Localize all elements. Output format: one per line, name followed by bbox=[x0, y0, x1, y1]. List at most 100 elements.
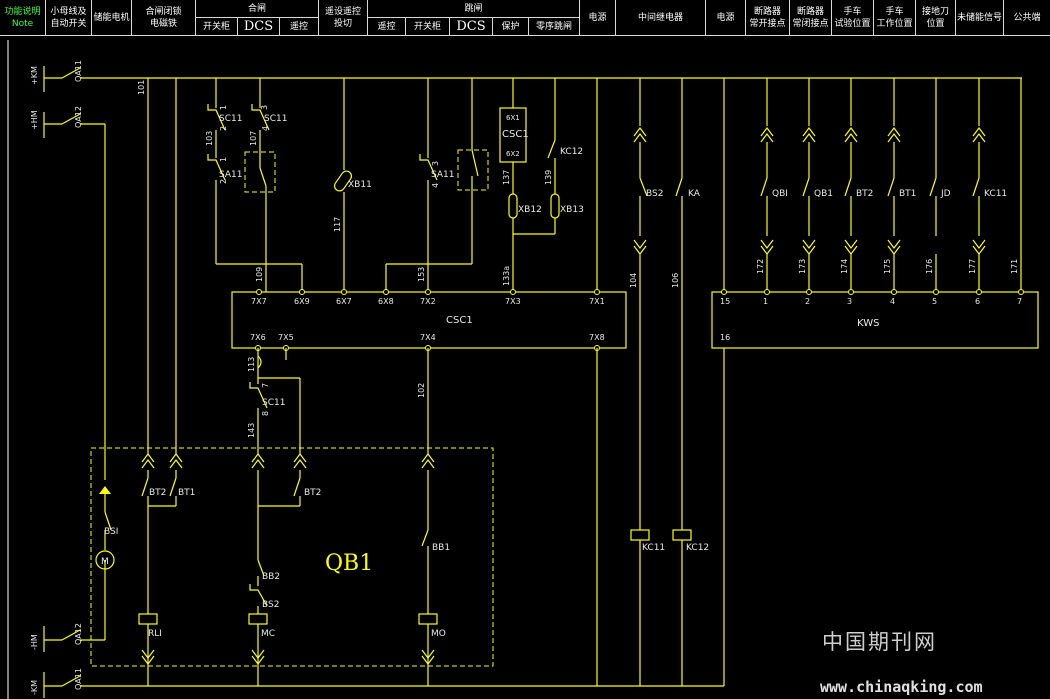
contact-sc11-b bbox=[251, 78, 270, 264]
header-trolley-work-l1: 手车 bbox=[885, 6, 904, 17]
plug-top bbox=[141, 459, 155, 469]
pin-sc11-c-7: 7 bbox=[261, 383, 270, 388]
label-bt2-b: BT2 bbox=[304, 488, 321, 498]
label-qb1: QB1 bbox=[325, 551, 373, 576]
branch-mc bbox=[249, 470, 301, 614]
csc1-bottom-pin-label: 7X5 bbox=[278, 333, 294, 342]
kws-pin-label: 1 bbox=[763, 297, 768, 306]
pin-sc11-c-8: 8 bbox=[261, 411, 270, 416]
csc1-top-pin-label: 7X2 bbox=[420, 297, 436, 306]
header-trip-text: 跳闸 bbox=[464, 3, 483, 14]
coil-mc bbox=[248, 613, 268, 625]
kws-pin-dot bbox=[976, 289, 982, 295]
header-close-lock: 合闸闭锁 电磁铁 bbox=[132, 0, 196, 36]
label-mc: MC bbox=[261, 629, 275, 639]
wire-label-117: 117 bbox=[333, 217, 342, 232]
kws-pin-label: 7 bbox=[1017, 297, 1022, 306]
label-bs2-b: BS2 bbox=[262, 600, 279, 610]
kws-contact-label: QB1 bbox=[814, 189, 833, 199]
wire-label-109: 109 bbox=[255, 267, 264, 282]
header-breaker-closed-l1: 断路器 bbox=[796, 6, 824, 17]
wire-101: 101 bbox=[137, 78, 149, 455]
kws-pin-dot bbox=[1018, 289, 1024, 295]
csc1-bottom-pin-label: 7X4 bbox=[420, 333, 436, 342]
switch-qa11-bottom bbox=[44, 675, 724, 687]
header-trip-dcs: DCS bbox=[450, 18, 493, 36]
bus-label-hm-neg: -HM bbox=[30, 634, 39, 650]
label-bt1: BT1 bbox=[178, 488, 195, 498]
contact-sc11-a bbox=[207, 78, 226, 264]
kws-pin-label: 4 bbox=[890, 297, 895, 306]
header-close-cabinet: 开关柜 bbox=[196, 18, 238, 36]
label-ka: KA bbox=[688, 189, 701, 199]
header-motor-text: 储能电机 bbox=[93, 12, 130, 23]
header-close-dcs: DCS bbox=[238, 18, 280, 36]
plug-top bbox=[169, 459, 183, 469]
header-trip-zero: 零序跳闸 bbox=[529, 18, 580, 36]
wire-label-111: 113 bbox=[247, 357, 256, 372]
header-ground-l1: 接地刀 bbox=[921, 6, 949, 17]
kws-pin-label: 5 bbox=[932, 297, 937, 306]
wire-label-133a: 133a bbox=[502, 266, 511, 286]
switch-label-qa11-bottom: QA11 bbox=[74, 668, 83, 690]
label-mo: MO bbox=[431, 629, 446, 639]
label-bt2-a: BT2 bbox=[149, 488, 166, 498]
kws-contact-label: JD bbox=[940, 189, 951, 199]
header-trip-protect: 保护 bbox=[493, 18, 529, 36]
csc1-pin-dot bbox=[341, 289, 347, 295]
csc1-pin-dot bbox=[425, 289, 431, 295]
label-xb11: XB11 bbox=[348, 180, 372, 190]
label-sc11-a: SC11 bbox=[219, 114, 242, 124]
wire-111 bbox=[249, 348, 301, 455]
header-power-b-text: 电源 bbox=[716, 12, 735, 23]
label-xb13: XB13 bbox=[560, 205, 584, 215]
header-close-remote-text: 遥控 bbox=[289, 21, 308, 32]
header-mid-relay-text: 中间继电器 bbox=[637, 12, 683, 23]
pin-sa11-a-2: 2 bbox=[219, 179, 228, 184]
switch-qa12-bottom bbox=[44, 560, 106, 641]
plug-top bbox=[421, 453, 435, 463]
wire-label-137: 137 bbox=[502, 170, 511, 185]
header-close-text: 合闸 bbox=[247, 3, 266, 14]
header-note: 功能说明 Note bbox=[0, 0, 46, 36]
kws-pin-dot bbox=[848, 289, 854, 295]
coil-mo bbox=[418, 613, 438, 625]
plug-top bbox=[169, 453, 183, 463]
csc1-bottom-pin-label: 7X8 bbox=[589, 333, 605, 342]
kws-pin-label: 2 bbox=[805, 297, 810, 306]
kws-wire-label: 171 bbox=[1010, 259, 1019, 274]
dcs-box-close bbox=[244, 151, 276, 193]
contact-sa11-b bbox=[385, 78, 479, 292]
plug-top bbox=[141, 453, 155, 463]
header-power-b: 电源 bbox=[706, 0, 746, 36]
header-power-a-text: 电源 bbox=[588, 12, 607, 23]
header-note-cn: 功能说明 bbox=[4, 6, 41, 17]
header-remote-local-l2: 投切 bbox=[333, 18, 352, 29]
header-close-remote: 遥控 bbox=[280, 18, 319, 36]
header-uncharged: 未储能信号 bbox=[956, 0, 1004, 36]
switch-qa12-top bbox=[44, 113, 106, 480]
header-trip-cabinet: 开关柜 bbox=[406, 18, 450, 36]
csc1-top-pin-label: 6X8 bbox=[378, 297, 394, 306]
plug-top bbox=[251, 453, 265, 463]
csc1-pin-dot bbox=[383, 289, 389, 295]
label-sc11-b: SC11 bbox=[264, 114, 287, 124]
header-bus-l2: 自动开关 bbox=[50, 18, 87, 29]
header-breaker-open: 断路器 常开接点 bbox=[746, 0, 790, 36]
label-kws: KWS bbox=[857, 318, 879, 329]
kws-contact-label: BT2 bbox=[856, 189, 873, 199]
csc1-top-pin-label: 6X7 bbox=[336, 297, 352, 306]
arrow-motor bbox=[99, 486, 111, 494]
csc1-pin-dot bbox=[510, 289, 516, 295]
wire-109 bbox=[216, 263, 303, 292]
header-bus: 小母线及 自动开关 bbox=[46, 0, 92, 36]
kws-pin-16: 16 bbox=[720, 333, 730, 342]
header-trolley-work: 手车 工作位置 bbox=[874, 0, 916, 36]
csc1-top-pin-label: 7X3 bbox=[505, 297, 521, 306]
label-6x2: 6X2 bbox=[506, 150, 520, 158]
wire-label-113: 143 bbox=[247, 423, 256, 438]
header-table: 功能说明 Note 小母线及 自动开关 储能电机 合闸闭锁 电磁铁 合闸 开关柜… bbox=[0, 0, 1050, 36]
wire-label-107: 107 bbox=[249, 131, 258, 146]
header-trip-zero-text: 零序跳闸 bbox=[535, 21, 572, 32]
